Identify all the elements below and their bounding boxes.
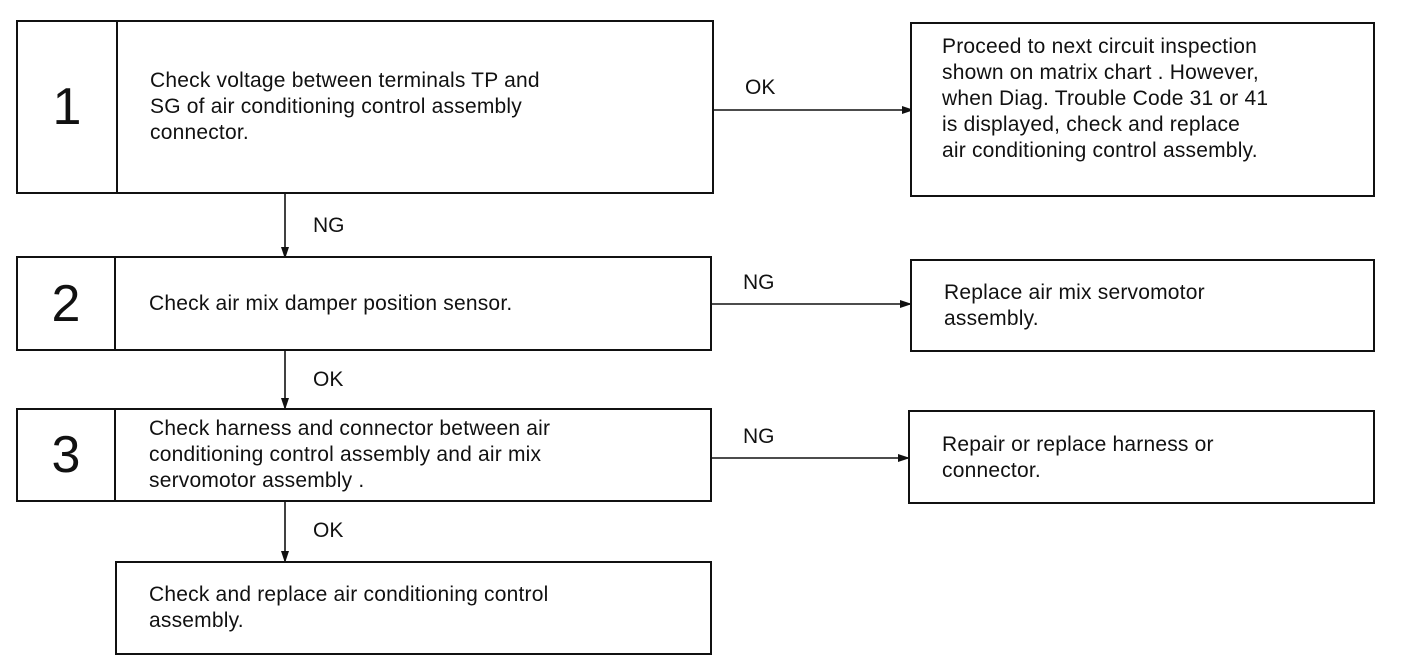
step-3-text: Check harness and connector between air … [116,410,710,500]
label-step3-ok: OK [313,519,344,542]
label-step3-ng: NG [743,425,775,448]
step-2-box: 2 Check air mix damper position sensor. [16,256,712,351]
result-3-box: Repair or replace harness or connector. [908,410,1375,504]
label-step1-ng: NG [313,214,345,237]
label-step2-ng: NG [743,271,775,294]
result-1-text-content: Proceed to next circuit inspection shown… [942,35,1269,162]
result-3-text: Repair or replace harness or connector. [910,412,1373,502]
result-2-box: Replace air mix servomotor assembly. [910,259,1375,352]
result-3-text-content: Repair or replace harness or connector. [942,433,1214,482]
label-step1-ok: OK [745,76,776,99]
result-2-text-content: Replace air mix servomotor assembly. [944,280,1205,330]
final-box: Check and replace air conditioning contr… [115,561,712,655]
step-2-text-content: Check air mix damper position sensor. [149,291,513,315]
final-text: Check and replace air conditioning contr… [117,563,710,653]
step-2-number: 2 [18,258,116,349]
step-3-number: 3 [18,410,116,500]
final-text-content: Check and replace air conditioning contr… [149,583,549,632]
result-1-box: Proceed to next circuit inspection shown… [910,22,1375,197]
step-1-number: 1 [18,22,118,192]
result-1-text: Proceed to next circuit inspection shown… [912,24,1373,195]
step-1-box: 1 Check voltage between terminals TP and… [16,20,714,194]
step-1-text: Check voltage between terminals TP and S… [118,22,712,192]
step-1-text-content: Check voltage between terminals TP and S… [150,69,540,144]
label-step2-ok: OK [313,368,344,391]
result-2-text: Replace air mix servomotor assembly. [912,261,1373,350]
step-3-box: 3 Check harness and connector between ai… [16,408,712,502]
step-3-text-content: Check harness and connector between air … [149,417,551,492]
step-2-text: Check air mix damper position sensor. [116,258,710,349]
